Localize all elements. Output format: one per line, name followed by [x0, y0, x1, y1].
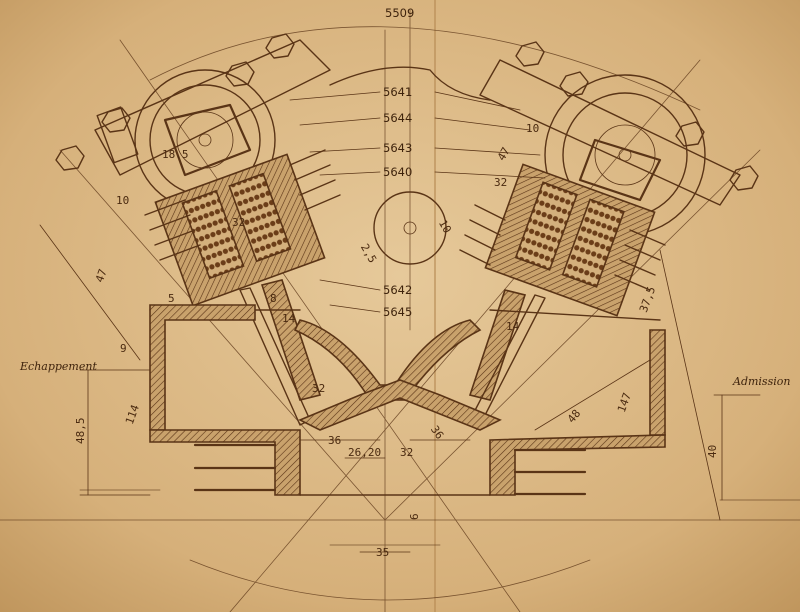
dim-26-20: 26,20	[348, 446, 381, 459]
dim-35: 35	[376, 546, 389, 559]
dim-18-5: 18.5	[162, 148, 189, 161]
dim-48-5: 48,5	[74, 418, 87, 445]
part-number-5645: 5645	[383, 305, 412, 319]
dim-5: 5	[168, 292, 175, 305]
cylinder-block	[149, 304, 666, 496]
dimension-lines	[39, 91, 761, 553]
dim-32-c: 32	[232, 216, 245, 229]
dim-10-b: 10	[436, 218, 454, 236]
dim-47-right: 47	[495, 145, 513, 163]
part-number-5509: 5509	[385, 6, 414, 20]
dim-6: 6	[408, 513, 421, 520]
dim-32-d: 32	[494, 176, 507, 189]
dim-36-a: 36	[328, 434, 341, 447]
dim-10-a: 10	[116, 194, 129, 207]
dim-40: 40	[706, 445, 719, 458]
dim-36-b: 36	[428, 423, 446, 441]
part-number-5640: 5640	[383, 165, 412, 179]
dim-147: 147	[615, 391, 634, 414]
exhaust-label: Echappement	[19, 360, 97, 373]
dim-14-b: 14	[506, 320, 520, 333]
dim-32-a: 32	[400, 446, 413, 459]
dim-32-b: 32	[312, 382, 325, 395]
intake-label: Admission	[732, 375, 790, 388]
dim-47-left: 47	[93, 267, 110, 284]
part-number-5641: 5641	[383, 85, 412, 99]
dim-10-c: 10	[526, 122, 539, 135]
dim-14-a: 14	[282, 312, 296, 325]
part-number-5642: 5642	[383, 283, 412, 297]
dim-9: 9	[120, 342, 127, 355]
part-number-5643: 5643	[383, 141, 412, 155]
part-number-5644: 5644	[383, 111, 412, 125]
right-valve-assembly	[459, 41, 759, 426]
dim-8: 8	[270, 292, 277, 305]
